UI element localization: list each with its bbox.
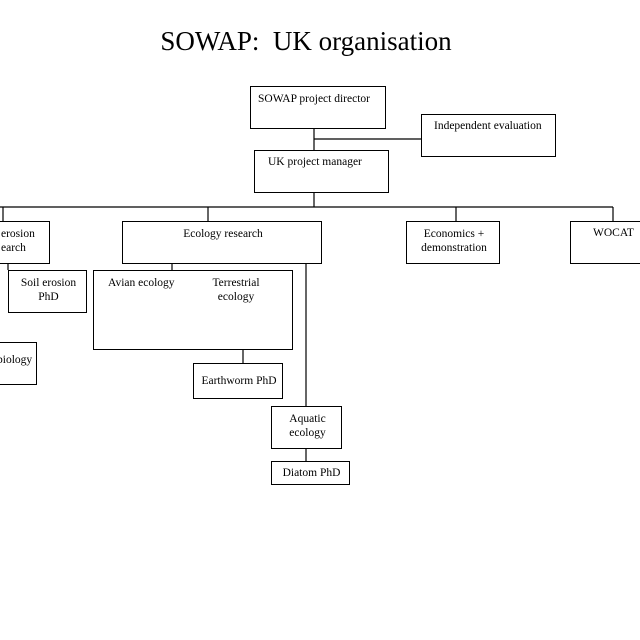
- earthworm-phd-box: Earthworm PhD: [193, 363, 283, 399]
- avian-ecology-label: Avian ecology: [108, 277, 175, 289]
- economics-label-line2: demonstration: [421, 242, 487, 254]
- evaluation-label: Independent evaluation: [434, 120, 542, 132]
- soil-erosion-phd-label-line1: Soil erosion: [20, 277, 77, 289]
- wocat-box: WOCAT: [570, 221, 640, 264]
- director-box: SOWAP project director: [250, 86, 386, 129]
- economics-box: Economics + demonstration: [406, 221, 500, 264]
- terrestrial-ecology-label-line1: Terrestrial: [212, 277, 260, 289]
- director-label: SOWAP project director: [258, 93, 370, 105]
- ecology-research-box: Ecology research: [122, 221, 322, 264]
- aquatic-ecology-box: Aquatic ecology: [271, 406, 342, 449]
- earthworm-phd-label: Earthworm PhD: [201, 375, 277, 387]
- soil-erosion-research-label-line1: erosion: [1, 228, 35, 240]
- soil-erosion-phd-label-line2: PhD: [38, 291, 59, 303]
- diatom-phd-box: Diatom PhD: [271, 461, 350, 485]
- soil-erosion-research-box: erosion earch: [0, 221, 50, 264]
- biology-box: biology: [0, 342, 37, 385]
- chart-title: SOWAP: UK organisation: [160, 26, 452, 56]
- economics-label-line1: Economics +: [423, 228, 485, 240]
- evaluation-box: Independent evaluation: [421, 114, 556, 157]
- soil-erosion-phd-box: Soil erosion PhD: [8, 270, 87, 313]
- biology-label: biology: [0, 354, 33, 366]
- aquatic-ecology-label-line2: ecology: [289, 427, 326, 439]
- terrestrial-ecology-label-line2: ecology: [217, 291, 255, 303]
- wocat-label: WOCAT: [593, 227, 634, 239]
- manager-label: UK project manager: [268, 156, 362, 168]
- ecology-subgroup-box: Avian ecology Terrestrial ecology: [93, 270, 293, 350]
- manager-box: UK project manager: [254, 150, 389, 193]
- diatom-phd-label: Diatom PhD: [282, 467, 341, 479]
- ecology-research-label: Ecology research: [183, 228, 263, 240]
- aquatic-ecology-label-line1: Aquatic: [289, 413, 326, 425]
- soil-erosion-research-label-line2: earch: [1, 242, 26, 254]
